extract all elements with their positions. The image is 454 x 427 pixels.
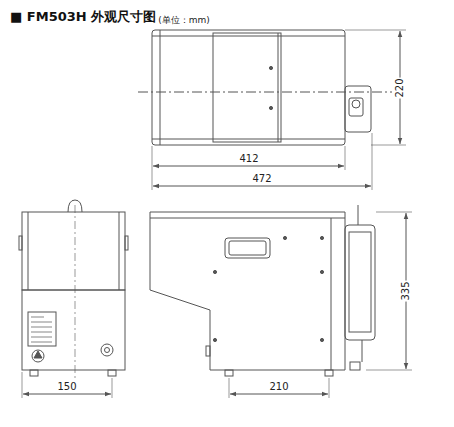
unit-note: (单位：mm) (157, 16, 211, 25)
top-view (138, 30, 406, 190)
dimension: 150 (56, 382, 77, 392)
dimension: 210 (268, 382, 289, 392)
front-view (19, 200, 128, 398)
dimension: 220 (395, 77, 405, 98)
dimension: 412 (238, 154, 259, 164)
dimension: 335 (401, 280, 411, 301)
dimension: 472 (251, 174, 272, 184)
side-view (150, 205, 412, 398)
drawing-title: ■ FM503H 外观尺寸图 (10, 8, 156, 26)
